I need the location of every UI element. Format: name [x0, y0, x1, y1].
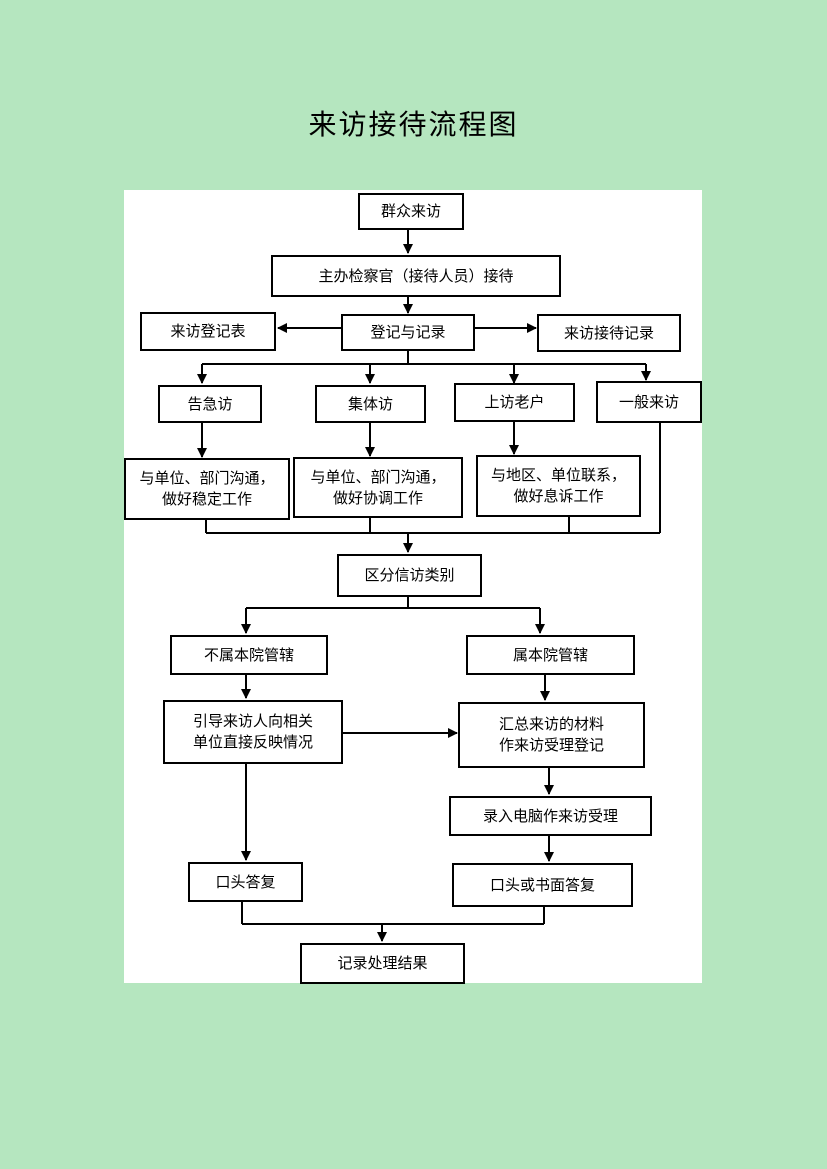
- node-reception-record: 来访接待记录: [537, 314, 681, 352]
- node-repeat: 上访老户: [454, 383, 575, 422]
- node-jurisdiction: 属本院管辖: [466, 635, 635, 675]
- node-urgent-action: 与单位、部门沟通，做好稳定工作: [124, 458, 290, 520]
- node-oral-reply: 口头答复: [188, 862, 303, 902]
- node-urgent: 告急访: [158, 385, 262, 423]
- node-not-jurisdiction: 不属本院管辖: [170, 635, 328, 675]
- node-classify: 区分信访类别: [337, 554, 482, 597]
- node-guide: 引导来访人向相关单位直接反映情况: [163, 700, 343, 764]
- node-summarize: 汇总来访的材料作来访受理登记: [458, 702, 645, 768]
- flowchart-connectors: [197, 228, 661, 942]
- node-general: 一般来访: [596, 381, 702, 423]
- flowchart-panel: 群众来访 主办检察官（接待人员）接待 来访登记表 登记与记录 来访接待记录 告急…: [124, 190, 702, 984]
- node-written-reply: 口头或书面答复: [452, 863, 633, 907]
- node-collective-action: 与单位、部门沟通，做好协调工作: [293, 457, 463, 518]
- node-repeat-action: 与地区、单位联系，做好息诉工作: [476, 455, 641, 517]
- node-visit: 群众来访: [358, 193, 464, 230]
- node-reception: 主办检察官（接待人员）接待: [271, 255, 561, 297]
- node-register-form: 来访登记表: [140, 312, 276, 351]
- node-collective: 集体访: [315, 385, 426, 423]
- node-register-record: 登记与记录: [341, 314, 475, 351]
- node-record-result: 记录处理结果: [300, 943, 465, 984]
- node-computer: 录入电脑作来访受理: [449, 796, 652, 836]
- page-title: 来访接待流程图: [308, 108, 519, 141]
